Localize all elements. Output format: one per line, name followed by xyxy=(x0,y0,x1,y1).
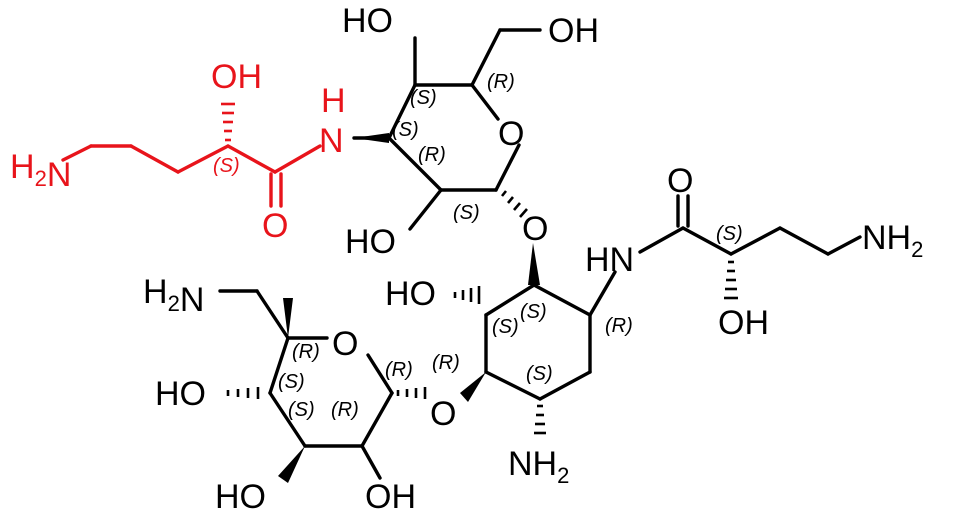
bond xyxy=(729,226,782,256)
atom-ho-bottom-left: HO xyxy=(155,375,206,413)
bond xyxy=(532,283,592,317)
atom-ho-bottom-1: HO xyxy=(215,478,266,516)
stereo-r-top: (R) xyxy=(487,71,515,93)
bond xyxy=(778,226,830,256)
atom-h2n-left: H2N xyxy=(143,273,204,319)
atom-ho-top: HO xyxy=(342,2,393,40)
hashed-bond xyxy=(534,404,546,435)
bond xyxy=(273,144,322,174)
bond xyxy=(387,83,417,140)
atom-labels: HO OH OH H N O H2N O HO O O HN NH2 H2N O… xyxy=(10,2,923,516)
bond xyxy=(470,83,500,121)
atom-o-carbonyl-red: O xyxy=(262,207,288,245)
hashed-bond xyxy=(221,102,235,142)
stereo-r-bottom-ring-1: (R) xyxy=(292,341,320,363)
stereo-s-bottom-ring-2: (S) xyxy=(288,399,315,421)
wedge-bond xyxy=(528,243,540,285)
bond xyxy=(484,283,536,317)
bond xyxy=(129,144,180,174)
stereo-r-bottom-ring-3: (R) xyxy=(331,399,359,421)
atom-o-ring-bottom: O xyxy=(332,325,358,363)
stereo-s-center-2: (S) xyxy=(492,316,519,338)
atom-o-ring-top: O xyxy=(498,115,524,153)
bond xyxy=(538,370,592,401)
bond xyxy=(408,188,443,231)
hashed-bond xyxy=(500,190,528,218)
bond xyxy=(61,144,93,162)
atom-ho-left-top-ring: HO xyxy=(345,223,396,261)
atom-oh-bottom-2: OH xyxy=(365,478,416,516)
wedge-bond xyxy=(283,298,293,338)
bond xyxy=(494,143,521,192)
stereo-s-anomeric-top: (S) xyxy=(453,202,480,224)
atom-oh-top: OH xyxy=(548,12,599,50)
stereo-labels: (R) (S) (S) (R) (S) (S) (S) (S) (S) (R) … xyxy=(213,71,743,421)
atom-oh-red: OH xyxy=(211,58,262,96)
hashed-bond xyxy=(396,387,427,399)
bond xyxy=(387,136,443,192)
stereo-s-top-1: (S) xyxy=(410,87,437,109)
bond xyxy=(360,391,394,448)
bond xyxy=(268,391,307,448)
atom-oh-right: OH xyxy=(718,304,769,342)
stereo-s-red: (S) xyxy=(213,155,240,177)
atom-nh2-bottom: NH2 xyxy=(508,445,569,488)
wedge-bond xyxy=(278,446,305,483)
stereo-r-bottom-ring-2: (R) xyxy=(432,352,460,374)
atom-o-glycosidic-top: O xyxy=(522,210,548,248)
wedge-bond xyxy=(354,133,389,143)
bond xyxy=(360,444,382,480)
bond xyxy=(268,336,290,395)
atom-h2n-red: H2N xyxy=(10,148,71,194)
center-ring xyxy=(453,194,862,435)
stereo-r-top-ring: (R) xyxy=(418,144,446,166)
atom-o-glycosidic-bottom: O xyxy=(430,395,456,433)
bond xyxy=(681,226,733,256)
stereo-r-anomeric-bottom: (R) xyxy=(385,359,413,381)
red-side-chain xyxy=(61,102,322,208)
bond xyxy=(366,353,394,395)
bottom-sugar-ring xyxy=(218,289,427,483)
atom-ho-center: HO xyxy=(385,275,436,313)
stereo-s-center-1: (S) xyxy=(520,301,547,323)
atom-o-carbonyl-right: O xyxy=(667,162,693,200)
atom-nh2-right: NH2 xyxy=(862,219,923,262)
atom-n-nh-red: N xyxy=(319,122,344,160)
hashed-bond xyxy=(453,286,481,304)
bond xyxy=(176,144,230,174)
bond xyxy=(255,289,290,340)
atom-h-nh-red: H xyxy=(321,82,346,120)
hashed-bond xyxy=(724,260,738,300)
top-sugar-ring xyxy=(352,28,542,231)
bond xyxy=(638,226,685,254)
bond xyxy=(226,144,277,174)
stereo-s-center-3: (S) xyxy=(526,363,553,385)
wedge-bond xyxy=(460,372,486,402)
stereo-r-center: (R) xyxy=(605,315,633,337)
stereo-s-right-chain: (S) xyxy=(716,223,743,245)
stereo-s-top-2: (S) xyxy=(392,119,419,141)
stereo-s-bottom-ring-1: (S) xyxy=(278,371,305,393)
bond xyxy=(470,28,502,87)
bond xyxy=(826,235,862,256)
atom-hn-right: HN xyxy=(585,241,634,279)
bond xyxy=(588,270,617,317)
hashed-bond xyxy=(226,387,260,399)
bond xyxy=(484,370,542,401)
